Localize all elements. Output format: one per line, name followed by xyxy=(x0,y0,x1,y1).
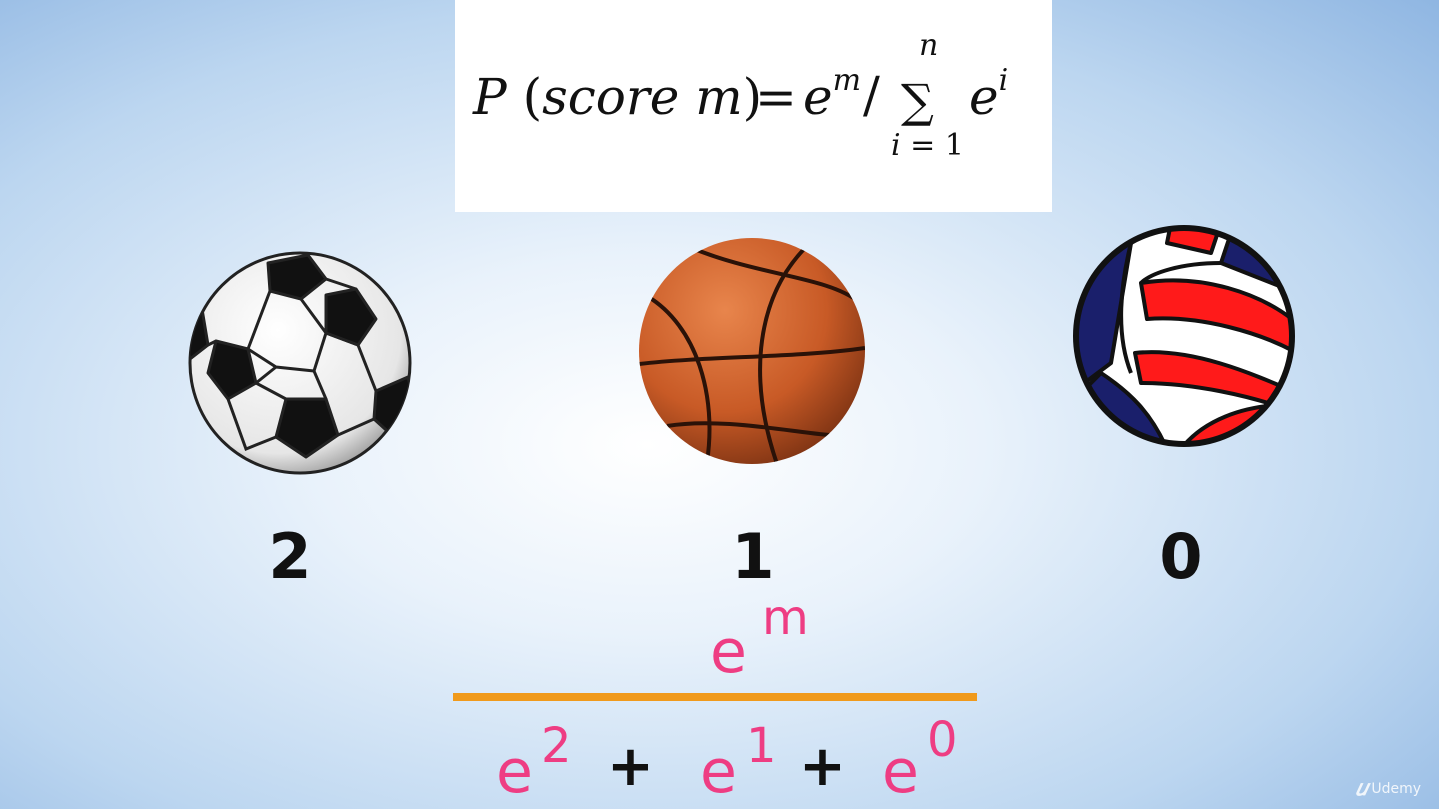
watermark-text: Udemy xyxy=(1371,780,1421,797)
formula-i-exponent: i xyxy=(998,63,1009,99)
formula-score-m: score m xyxy=(542,68,743,126)
formula-e-m: em xyxy=(803,63,861,126)
formula-sum-lower: i = 1 xyxy=(891,128,964,163)
soccer-ball-icon xyxy=(188,251,412,475)
term1-e: e xyxy=(496,737,533,807)
formula-slash: / xyxy=(863,66,880,124)
udemy-logo-icon: 𝑢 xyxy=(1355,776,1368,801)
score-soccer: 2 xyxy=(268,520,312,593)
udemy-watermark: 𝑢 Udemy xyxy=(1356,776,1422,801)
fraction-line xyxy=(453,693,977,701)
formula-e-base: e xyxy=(803,68,833,126)
formula-sigma: ∑ xyxy=(901,74,934,128)
term2-e: e xyxy=(700,737,737,807)
formula-lower-i: i xyxy=(891,128,901,163)
term3-exponent: 0 xyxy=(927,712,958,768)
formula-open-paren: ( xyxy=(522,68,543,126)
volleyball-icon xyxy=(1073,225,1295,447)
formula-p: P xyxy=(473,68,507,126)
formula-equals: = xyxy=(755,68,797,126)
formula-card: P (score m) = em / n ∑ i = 1 ei xyxy=(455,0,1052,212)
formula-lower-1: 1 xyxy=(944,128,964,163)
score-volleyball: 0 xyxy=(1159,520,1203,593)
numerator-e: e xyxy=(710,617,747,687)
numerator-exponent: m xyxy=(762,590,809,646)
softmax-formula: P (score m) = em / n ∑ i = 1 ei xyxy=(473,0,1033,212)
formula-lower-eq: = xyxy=(900,128,945,163)
formula-e-i: ei xyxy=(969,63,1008,126)
formula-m-exponent: m xyxy=(832,63,862,99)
term3-e: e xyxy=(882,737,919,807)
formula-sum-upper: n xyxy=(919,28,939,63)
basketball-icon xyxy=(639,238,865,464)
plus-sign-2: + xyxy=(799,734,846,799)
term1-exponent: 2 xyxy=(541,718,572,774)
term2-exponent: 1 xyxy=(746,718,777,774)
formula-lhs: P (score m) xyxy=(473,68,762,126)
formula-ei-base: e xyxy=(969,68,999,126)
plus-sign-1: + xyxy=(607,734,654,799)
score-basketball: 1 xyxy=(731,520,775,593)
formula-close-paren: ) xyxy=(742,68,763,126)
